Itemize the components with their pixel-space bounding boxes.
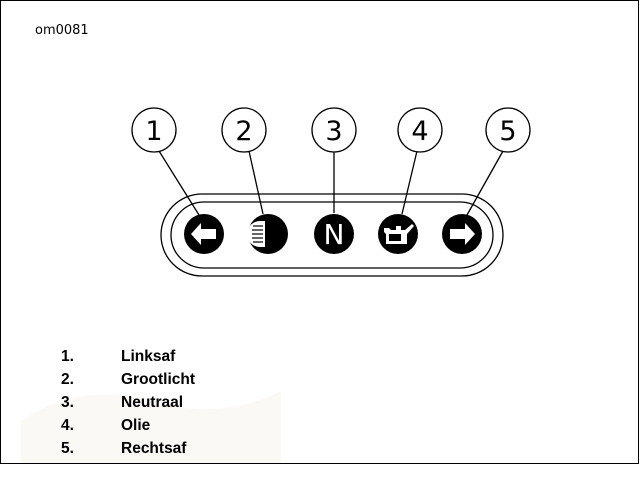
oil-icon (378, 214, 418, 254)
panel-inner-outline (170, 201, 494, 269)
callout-number-2: 2 (235, 116, 252, 147)
callout-number-1: 1 (145, 116, 162, 147)
watermark-logo (21, 391, 281, 463)
right-turn-icon (442, 214, 482, 254)
figure-code: om0081 (35, 23, 89, 38)
legend-item: 4. Olie (61, 414, 195, 437)
high-beam-icon (247, 214, 288, 254)
legend-label: Olie (121, 417, 151, 434)
legend-label: Rechtsaf (121, 440, 187, 457)
legend-item: 5. Rechtsaf (61, 437, 195, 460)
leader-line-2 (248, 150, 264, 215)
leader-line-1 (158, 150, 200, 216)
legend-label: Linksaf (121, 348, 176, 365)
callout-2: 2 (221, 107, 267, 153)
legend-label: Grootlicht (121, 371, 196, 388)
legend: 1. Linksaf 2. Grootlicht 3. Neutraal 4. Olie… (61, 345, 195, 460)
callout-5: 5 (485, 107, 531, 153)
legend-item: 1. Linksaf (61, 345, 195, 368)
legend-label: Neutraal (121, 394, 184, 411)
callout-3: 3 (311, 107, 357, 153)
left-turn-icon (184, 214, 224, 254)
legend-item: 3. Neutraal (61, 391, 195, 414)
panel-outer-outline (160, 193, 504, 277)
legend-number: 4. (61, 417, 74, 434)
neutral-icon: N (314, 214, 354, 254)
leader-line-4 (401, 150, 418, 215)
leader-lines (158, 150, 504, 216)
callout-number-5: 5 (499, 116, 516, 147)
figure-frame: om0081 1 2 3 4 (0, 0, 639, 464)
legend-number: 5. (61, 440, 74, 457)
callout-4: 4 (397, 107, 443, 153)
legend-item: 2. Grootlicht (61, 368, 195, 391)
leader-line-5 (466, 150, 504, 216)
indicator-diagram: 1 2 3 4 5 (131, 107, 531, 277)
neutral-letter: N (324, 218, 345, 251)
callout-number-3: 3 (325, 116, 342, 147)
callout-1: 1 (131, 107, 177, 153)
callout-number-4: 4 (411, 116, 428, 147)
legend-number: 2. (61, 371, 74, 388)
legend-number: 1. (61, 348, 74, 365)
legend-number: 3. (61, 394, 74, 411)
